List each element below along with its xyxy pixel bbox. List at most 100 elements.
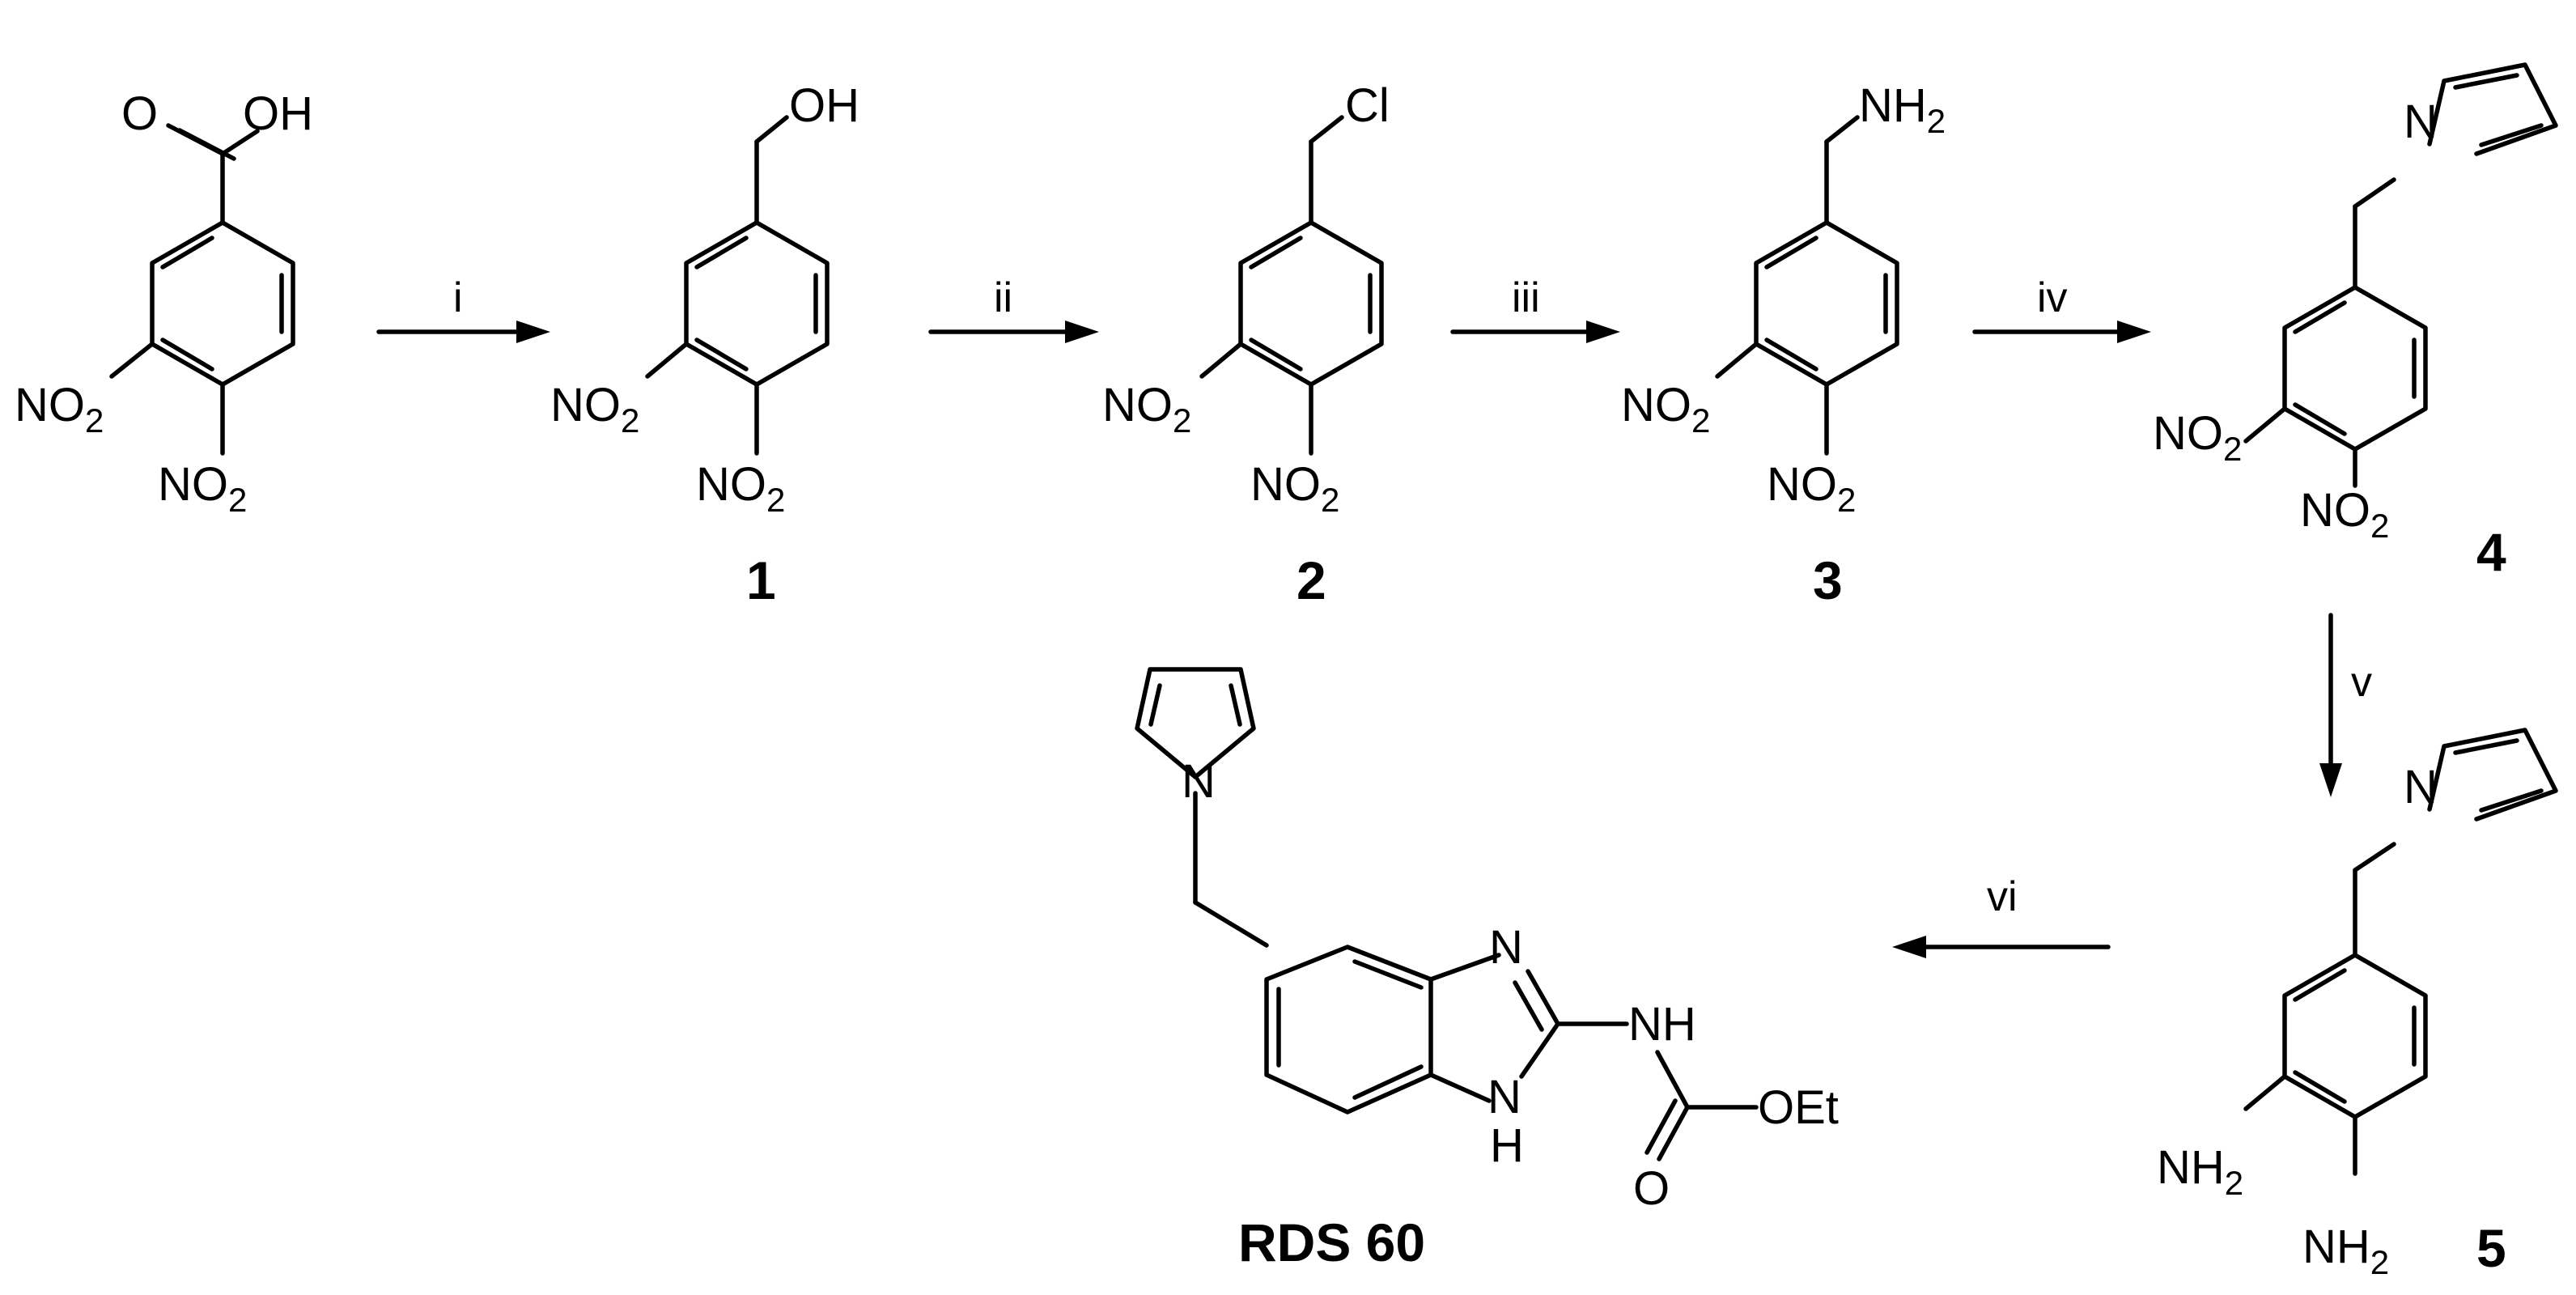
rds60-structure: N N H NH O OEt N RDS 60 (1135, 667, 1839, 1272)
reaction-arrow-v: v (2319, 613, 2372, 797)
chlorine-label: Cl (1345, 79, 1390, 132)
reaction-arrow-vi: vi (1892, 873, 2111, 958)
compound-number: 1 (746, 550, 776, 610)
compound-3-structure: NH2 NO2 NO2 3 (1621, 79, 1946, 610)
ring-double-bond (2293, 968, 2347, 1002)
ring-double-bond (1229, 683, 1242, 727)
bond (2243, 406, 2287, 444)
pyrrole-ring (2427, 728, 2558, 822)
bond (1428, 1072, 1492, 1103)
carbamate-nh-label: NH (1628, 998, 1696, 1051)
arrow-head (516, 321, 550, 343)
ring-double-bond (694, 236, 749, 270)
benzene-ring (1754, 220, 1899, 387)
imidazole-nitrogen-label: N (1489, 921, 1523, 974)
bond (1715, 342, 1759, 379)
amine-label: NH2 (2302, 1221, 2389, 1281)
imidazole-nh-nitrogen-label: N (1487, 1071, 1521, 1123)
ring-double-bond (2453, 73, 2519, 90)
bond (2353, 842, 2396, 873)
condition-label-iv: iv (2037, 274, 2068, 321)
bond (1824, 115, 1860, 144)
condition-label-iii: iii (1512, 274, 1540, 321)
nitro-group-label: NO2 (1767, 458, 1856, 519)
pyrrole-ring (2427, 62, 2558, 156)
nitro-group-label: NO2 (1250, 458, 1339, 519)
ring-double-bond (1249, 338, 1303, 372)
benzene-ring (2282, 953, 2428, 1119)
benzene-ring (1264, 945, 1433, 1115)
reaction-arrow-ii: ii (928, 274, 1099, 343)
compound-2-structure: Cl NO2 NO2 2 (1102, 79, 1390, 610)
benzene-ring (684, 220, 830, 387)
reaction-arrow-iii: iii (1450, 274, 1620, 343)
bond (220, 129, 260, 156)
nitro-group-label: NO2 (2153, 407, 2242, 468)
condition-label-vi: vi (1987, 873, 2018, 920)
compound-1-structure: OH NO2 NO2 1 (550, 79, 859, 610)
bond (2353, 177, 2396, 209)
condition-label-v: v (2351, 659, 2372, 706)
pyrrole-nitrogen-label: N (1182, 755, 1216, 808)
bond (1644, 1098, 1678, 1155)
arrow-head (1065, 321, 1099, 343)
hydroxyl-label: OH (243, 87, 313, 140)
reaction-arrow-i: i (376, 274, 550, 343)
bond (1309, 115, 1344, 144)
ring-double-bond (1249, 236, 1303, 270)
compound-number: 3 (1813, 550, 1843, 610)
ring-double-bond (1764, 236, 1818, 270)
nitro-group-label: NO2 (550, 379, 639, 439)
arrow-head (2117, 321, 2151, 343)
ring-double-bond (160, 236, 214, 270)
arrow-head (1892, 936, 1926, 958)
compound-number: 4 (2476, 522, 2506, 582)
ring-double-bond (2479, 123, 2544, 147)
bond (645, 342, 689, 379)
amine-label: NH2 (2157, 1141, 2243, 1202)
nitro-group-label: NO2 (2300, 484, 2389, 545)
bond (1428, 953, 1501, 982)
compound-4-structure: N NO2 NO2 4 (2153, 62, 2558, 582)
ring-double-bond (1352, 959, 1424, 990)
benzene-ring (1238, 220, 1384, 387)
imidazole-nh-hydrogen-label: H (1490, 1119, 1524, 1172)
nitro-group-label: NO2 (158, 458, 247, 519)
nitro-group-label: NO2 (1621, 379, 1710, 439)
bond (1519, 1021, 1560, 1079)
condition-label-i: i (453, 274, 463, 321)
starting-material-structure: O OH NO2 NO2 (15, 87, 313, 519)
condition-label-ii: ii (994, 274, 1012, 321)
bond (754, 115, 789, 144)
compound-number: 2 (1296, 550, 1326, 610)
carbonyl-oxygen-label: O (1633, 1162, 1670, 1215)
amine-label: NH2 (1859, 79, 1946, 140)
bond (1513, 980, 1544, 1032)
bond (1657, 1105, 1690, 1161)
compound-5-structure: N NH2 NH2 5 (2157, 728, 2558, 1281)
bond (1193, 900, 1269, 948)
ring-double-bond (694, 338, 749, 372)
nitro-group-label: NO2 (696, 458, 785, 519)
ring-double-bond (2293, 402, 2347, 436)
ring-double-bond (2293, 1070, 2347, 1104)
compound-number: RDS 60 (1238, 1212, 1425, 1272)
pyrrole-ring (1135, 667, 1256, 779)
arrow-head (2319, 763, 2342, 797)
nitro-group-label: NO2 (1102, 379, 1191, 439)
ethoxy-label: OEt (1758, 1081, 1839, 1134)
ring-double-bond (2479, 788, 2544, 813)
reaction-arrow-iv: iv (1972, 274, 2151, 343)
bond (1526, 969, 1560, 1026)
nitro-group-label: NO2 (15, 379, 104, 439)
carbonyl-oxygen-label: O (121, 87, 158, 140)
benzene-ring (150, 220, 295, 387)
benzene-ring (2282, 285, 2428, 452)
bond (1655, 1050, 1690, 1110)
ring-double-bond (2453, 738, 2519, 755)
bond (109, 342, 155, 379)
ring-double-bond (160, 338, 214, 372)
bond (1199, 342, 1243, 379)
ring-double-bond (1764, 338, 1818, 372)
